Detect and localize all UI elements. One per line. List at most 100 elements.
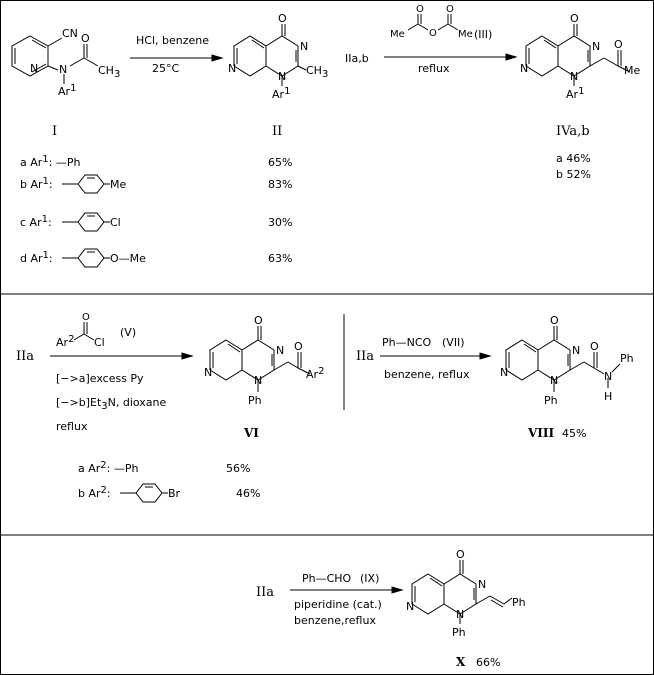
IV-o-label: O bbox=[570, 12, 579, 25]
VIII-n8-label: N bbox=[500, 366, 508, 379]
acetic-anhydride-structure bbox=[407, 14, 459, 31]
arrow-5-head bbox=[391, 586, 404, 594]
variant-c-label: c Ar1: bbox=[20, 214, 52, 229]
reagent3-id: (V) bbox=[120, 326, 136, 339]
II-n3-label: N bbox=[300, 40, 308, 53]
VIII-nh-h: H bbox=[604, 390, 612, 403]
scheme4-start: IIa bbox=[356, 349, 374, 364]
VIII-o-label: O bbox=[550, 314, 559, 327]
scheme2-start: IIa,b bbox=[345, 52, 369, 65]
scheme3-start: IIa bbox=[16, 349, 34, 364]
reagent3-cl: Cl bbox=[94, 336, 105, 349]
scheme4-reagent: Ph—NCO bbox=[382, 336, 432, 349]
scheme3-cond-b: [−>b]Et3N, dioxane bbox=[56, 396, 167, 412]
reagent2-o-bridge: O bbox=[429, 28, 437, 39]
compound-VI-label: VI bbox=[243, 426, 259, 440]
bromophenyl-ring bbox=[120, 483, 168, 503]
VIII-n3-label: N bbox=[572, 344, 580, 357]
ar2-variants: a Ar2: —Ph 56% b Ar2: Br 46% bbox=[78, 460, 260, 503]
reagent2-o2: O bbox=[446, 4, 454, 15]
II-ch3-label: CH3 bbox=[306, 64, 328, 80]
X-o-label: O bbox=[456, 548, 465, 561]
IV-n1-label: N bbox=[570, 70, 578, 83]
compound-II-label: II bbox=[272, 124, 282, 139]
compound-X-yield: 66% bbox=[476, 656, 500, 669]
reagent2-o1: O bbox=[416, 4, 424, 15]
ar2-variant-b: b Ar2: bbox=[78, 485, 111, 500]
reagent3-o: O bbox=[82, 312, 90, 323]
scheme2-condition: reflux bbox=[418, 62, 450, 75]
scheme5-cond2: benzene,reflux bbox=[294, 614, 376, 627]
pyridine-n-label: N bbox=[30, 62, 38, 75]
IV-ar1-label: Ar1 bbox=[566, 86, 584, 101]
compound-II-structure bbox=[233, 24, 307, 86]
VIII-amide-o: O bbox=[590, 340, 599, 353]
compound-X-label: X bbox=[456, 655, 466, 669]
X-n1-label: N bbox=[456, 608, 464, 621]
ar2-variant-a: a Ar2: —Ph bbox=[78, 460, 139, 475]
scheme5-start: IIa bbox=[256, 585, 274, 600]
X-n3-label: N bbox=[478, 578, 486, 591]
scheme5-cond1: piperidine (cat.) bbox=[294, 598, 382, 611]
variant-b-yield: 83% bbox=[268, 178, 292, 191]
VI-n8-label: N bbox=[204, 366, 212, 379]
VI-ketone-o: O bbox=[294, 340, 303, 353]
compound-X-structure bbox=[411, 560, 513, 624]
VIII-nh-n: N bbox=[604, 370, 612, 383]
compound-IV-structure bbox=[525, 24, 631, 86]
ar1-label-I: Ar1 bbox=[58, 83, 76, 98]
scheme4-condition: benzene, reflux bbox=[384, 368, 470, 381]
compound-VIII-yield: 45% bbox=[562, 427, 586, 440]
IV-n3-label: N bbox=[592, 40, 600, 53]
variant-c-sub: Cl bbox=[110, 216, 121, 229]
arrow-4-head bbox=[479, 352, 492, 360]
compound-VI-structure bbox=[209, 326, 311, 392]
variant-d-yield: 63% bbox=[268, 252, 292, 265]
VIII-ph-label: Ph bbox=[544, 394, 558, 407]
compound-VIII-label: VIII bbox=[527, 426, 555, 440]
amide-o-label: O bbox=[81, 32, 90, 45]
II-n1-label: N bbox=[278, 70, 286, 83]
X-ph-label: Ph bbox=[452, 626, 466, 639]
arrow-1-head bbox=[211, 54, 224, 62]
IV-me-label: Me bbox=[624, 64, 640, 77]
variant-a-label: a Ar1: —Ph bbox=[20, 154, 81, 169]
ar2-variant-a-yield: 56% bbox=[226, 462, 250, 475]
reagent-1-bottom: 25°C bbox=[152, 62, 179, 75]
VIII-n1-label: N bbox=[550, 374, 558, 387]
reagent2-me2: Me bbox=[458, 29, 473, 40]
ar2-variant-b-yield: 46% bbox=[236, 487, 260, 500]
arrow-2-head bbox=[505, 53, 518, 61]
ch3-label-I: CH3 bbox=[98, 64, 120, 80]
IV-n8-label: N bbox=[520, 62, 528, 75]
acid-chloride-structure bbox=[73, 322, 95, 341]
II-o-label: O bbox=[278, 12, 287, 25]
VI-o-label: O bbox=[254, 314, 263, 327]
variant-b-label: b Ar1: bbox=[20, 176, 53, 191]
VI-n1-label: N bbox=[254, 374, 262, 387]
IV-yield-a: a 46% bbox=[556, 152, 591, 165]
cn-label: CN bbox=[62, 27, 78, 40]
variant-d-sub: O—Me bbox=[110, 252, 146, 265]
VIII-ph-right: Ph bbox=[620, 352, 634, 365]
compound-I-structure bbox=[11, 35, 99, 84]
X-ph-right: Ph bbox=[512, 596, 526, 609]
VI-ar2-label: Ar2 bbox=[306, 366, 324, 381]
scheme3-cond-a: [−>a]excess Py bbox=[56, 372, 144, 385]
compound-VIII-structure bbox=[505, 326, 621, 392]
X-n8-label: N bbox=[406, 600, 414, 613]
reagent-1-top: HCl, benzene bbox=[136, 34, 209, 47]
chlorophenyl-ring bbox=[62, 212, 110, 232]
IV-ketone-o: O bbox=[614, 38, 623, 51]
reagent3-ar: Ar2 bbox=[56, 334, 74, 349]
scheme5-reagent-id: (IX) bbox=[360, 572, 379, 585]
compound-I-label: I bbox=[52, 124, 57, 139]
variant-d-label: d Ar1: bbox=[20, 250, 53, 265]
compound-IV-label: IVa,b bbox=[556, 124, 590, 139]
ar1-variants: a Ar1: —Ph 65% b Ar1: Me 83% c Ar1: Cl 3… bbox=[20, 154, 292, 268]
reagent2-me1: Me bbox=[390, 29, 405, 40]
variant-a-yield: 65% bbox=[268, 156, 292, 169]
amide-n-label: N bbox=[59, 63, 67, 76]
II-n8-label: N bbox=[228, 62, 236, 75]
